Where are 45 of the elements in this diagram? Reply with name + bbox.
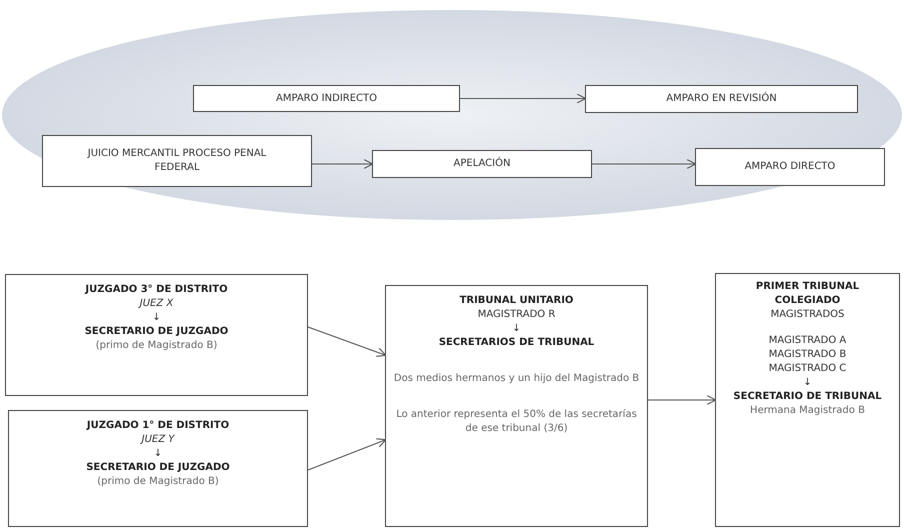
box-text: AMPARO DIRECTO (744, 160, 836, 174)
process-box (193, 85, 460, 112)
box-text: TRIBUNAL UNITARIO (460, 294, 574, 308)
box-text: SECRETARIO DE JUZGADO (86, 461, 230, 475)
arrow (648, 394, 716, 406)
box-text: AMPARO EN REVISIÓN (666, 92, 777, 106)
box-text: (primo de Magistrado B) (97, 475, 219, 489)
box-text: MAGISTRADO R (478, 308, 556, 322)
box-text: AMPARO INDIRECTO (276, 92, 377, 106)
box-text: JUEZ Y (142, 433, 174, 447)
box-text: MAGISTRADO A (768, 334, 846, 348)
arrow (592, 158, 696, 170)
box-text: JUEZ X (140, 297, 174, 311)
box-text: ↓ (154, 447, 162, 461)
court-box (8, 410, 308, 527)
arrow (308, 326, 386, 357)
box-text: MAGISTRADO B (768, 348, 846, 362)
arrow (460, 93, 586, 104)
box-text: SECRETARIOS DE TRIBUNAL (438, 336, 594, 350)
box-text: APELACIÓN (454, 157, 510, 171)
arrow (312, 158, 374, 170)
box-text: MAGISTRADO C (768, 362, 846, 376)
box-text: JUICIO MERCANTIL PROCESO PENAL FEDERAL (86, 147, 268, 175)
court-box (5, 274, 308, 396)
box-text: JUZGADO 3° DE DISTRITO (85, 283, 228, 297)
process-box (372, 150, 592, 178)
tribunal-box (385, 285, 648, 527)
process-box (695, 148, 885, 186)
box-text: PRIMER TRIBUNAL COLEGIADO (754, 280, 860, 308)
box-text: ↓ (803, 376, 812, 390)
box-text: MAGISTRADOS (770, 308, 844, 322)
box-text: Dos medios hermanos y un hijo del Magistrado B (394, 372, 640, 386)
box-text: ↓ (152, 311, 161, 325)
process-box (585, 85, 858, 113)
box-text: JUZGADO 1° DE DISTRITO (86, 419, 230, 433)
box-text: Hermana Magistrado B (750, 404, 865, 418)
arrow (308, 438, 386, 470)
box-text: SECRETARIO DE TRIBUNAL (733, 390, 882, 404)
process-box (42, 135, 312, 187)
box-text: (primo de Magistrado B) (96, 339, 218, 353)
shaded-ellipse (0, 8, 904, 222)
box-text: Lo anterior representa el 50% de las secretarías de ese tribunal (3/6) (395, 408, 638, 436)
box-text: ↓ (512, 322, 521, 336)
tribunal-box (715, 273, 900, 527)
box-text: SECRETARIO DE JUZGADO (84, 325, 228, 339)
